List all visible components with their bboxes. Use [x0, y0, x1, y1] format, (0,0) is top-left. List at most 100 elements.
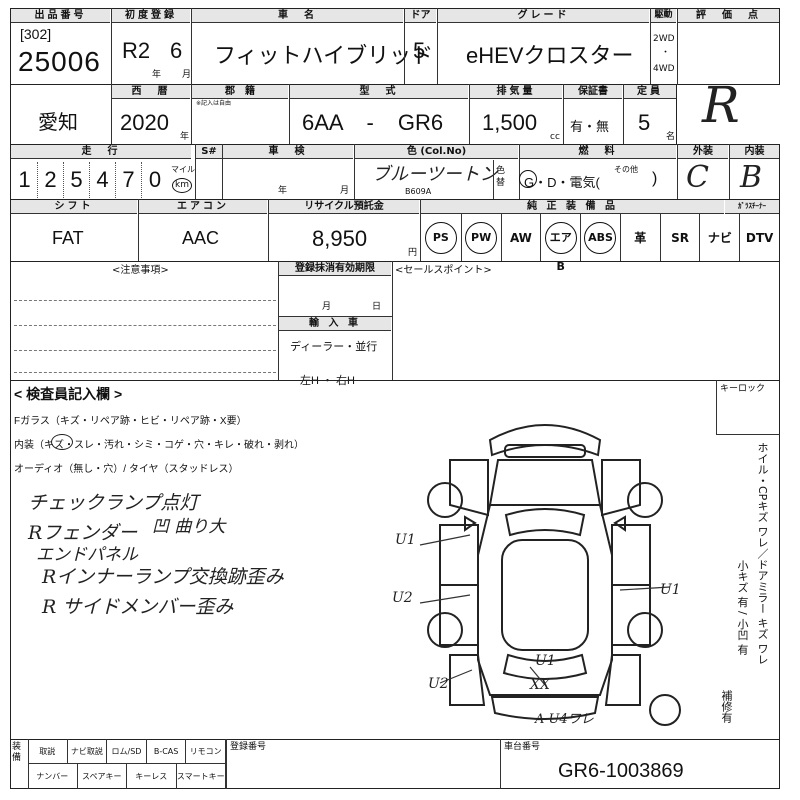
note-side: 凹 曲り大: [152, 517, 226, 537]
grade: eHEVクロスター: [466, 43, 634, 68]
radio-header: ｶﾞﾗｽﾁｰﾅｰ: [725, 200, 779, 214]
equipment-item: エアB: [540, 214, 580, 273]
equipment-item: 革: [619, 214, 660, 261]
chassis-header: 車台番号: [504, 742, 541, 752]
warranty: 有・無: [570, 119, 610, 134]
mark-rear-bumper: XX: [530, 677, 550, 693]
equipment-item: AW: [500, 214, 541, 261]
inspector-header: < 検査員記入欄 >: [14, 386, 123, 402]
note-4: Rインナーランプ交換跡歪み: [42, 566, 284, 588]
shift: FAT: [52, 228, 84, 248]
drive-2wd: 2WD: [653, 34, 675, 44]
car-name-header: 車 名: [192, 9, 403, 23]
footer-item: キーレス: [127, 764, 177, 789]
import-type: ディーラー・並行: [290, 341, 378, 353]
car-damage-diagram: [419, 424, 681, 726]
region: 愛知: [38, 112, 78, 134]
equipment-item: ABS: [580, 214, 620, 261]
mark-right-rear: U1: [660, 582, 681, 598]
fuel-options: G・D・電気(: [524, 175, 600, 190]
mileage-digit: 7: [116, 162, 142, 198]
lot-header: 出品番号: [11, 9, 110, 23]
note-1: チェックランプ点灯: [28, 492, 199, 514]
mileage-header: 走 行: [11, 145, 191, 159]
color-name: ブルーツートン: [372, 164, 498, 185]
deregistration-header: 登録抹消有効期限: [279, 262, 391, 276]
notes-header: <注意事項>: [112, 265, 169, 276]
grade-header: グレード: [438, 9, 649, 23]
car-name: フィットハイブリッド: [214, 43, 434, 68]
lot-number: 25006: [18, 46, 101, 77]
bottom-note: A U4ワレ: [535, 712, 594, 727]
registration-era: R2: [122, 38, 151, 63]
doors: 5: [413, 38, 426, 63]
mark-rear-window: U1: [535, 653, 556, 669]
keylock-header: キーロック: [720, 384, 766, 394]
aircon-header: エアコン: [139, 200, 267, 214]
notes-row: [10, 261, 780, 381]
note-5: R サイドメンバー歪み: [42, 596, 234, 618]
warranty-header: 保証書: [564, 85, 622, 99]
aircon: AAC: [182, 228, 220, 248]
side-legend: ホイル・CPキズ ワレ／ドアミラー キズ ワレ: [756, 442, 769, 665]
audio-tire-line: オーディオ（無し・穴）/ タイヤ（スタッドレス）: [14, 464, 239, 475]
shift-header: シフト: [11, 200, 137, 214]
doors-header: ドア: [405, 9, 436, 23]
equipment-item: PS: [421, 214, 461, 261]
recycle-header: リサイクル預託金: [269, 200, 419, 214]
side-legend-3: 補修有: [720, 690, 733, 723]
footer-item: 取説: [28, 739, 68, 764]
footer-item: ナビ取説: [67, 739, 108, 764]
items-header: 装備: [12, 742, 22, 763]
displacement: 1,500: [482, 110, 538, 135]
displacement-header: 排気量: [470, 85, 562, 99]
note-3: エンドパネル: [36, 545, 138, 565]
lot-bracket: [302]: [20, 26, 52, 42]
chassis-number: GR6-1003869: [558, 760, 684, 782]
year: 2020: [120, 110, 169, 135]
footer-item: リモコン: [186, 739, 226, 764]
sales-header: <セールスポイント>: [395, 265, 492, 276]
inspection-header: 車 検: [223, 145, 353, 159]
km-unit-circled: km: [172, 178, 192, 193]
recycle-fee: 8,950: [312, 226, 368, 251]
color-code: B609A: [405, 187, 432, 196]
interior-grade: B: [740, 160, 763, 195]
mileage-digit: 2: [38, 162, 64, 198]
footer-item: スマートキー: [177, 764, 226, 789]
footer-item: B-CAS: [146, 739, 187, 764]
equipment-item: DTV: [739, 214, 779, 261]
seats: 5: [638, 110, 651, 135]
color-header: 色 (Col.No): [355, 145, 518, 159]
exterior-grade: C: [686, 160, 709, 195]
registration-header: 初度登録: [112, 9, 190, 23]
drive-header: 駆動: [651, 9, 676, 23]
equipment-item: ナビ: [699, 214, 739, 261]
model-header: 型 式: [290, 85, 468, 99]
score: R: [702, 76, 740, 134]
equipment-item: SR: [659, 214, 700, 261]
interior-header: 内装: [730, 145, 779, 159]
seats-header: 定員: [624, 85, 676, 99]
note-2: Rフェンダー: [28, 522, 138, 544]
score-header: 評 価 点: [678, 9, 779, 23]
mileage-digit: 1: [12, 162, 38, 198]
exterior-header: 外装: [678, 145, 728, 159]
registration-number-header: 登録番号: [230, 742, 267, 752]
regist-header: 郡 籍: [192, 85, 288, 99]
year-header: 西 暦: [112, 85, 190, 99]
windshield-line: Fガラス（キズ・リペア跡・ヒビ・リペア跡・X要）: [14, 416, 247, 427]
mileage-digit: 0: [148, 167, 162, 192]
mark-rear-left: U2: [428, 676, 449, 692]
mileage-digit: 4: [90, 162, 116, 198]
footer-item: スペアキー: [78, 764, 127, 789]
equipment-header: 純 正 装 備 品: [421, 200, 724, 214]
model-code: 6AA - GR6: [302, 110, 444, 135]
equipment-item: PW: [460, 214, 501, 261]
side-legend-2: 小キズ 有 / 小凹 有: [736, 560, 749, 655]
fuel-header: 燃 料: [520, 145, 676, 159]
